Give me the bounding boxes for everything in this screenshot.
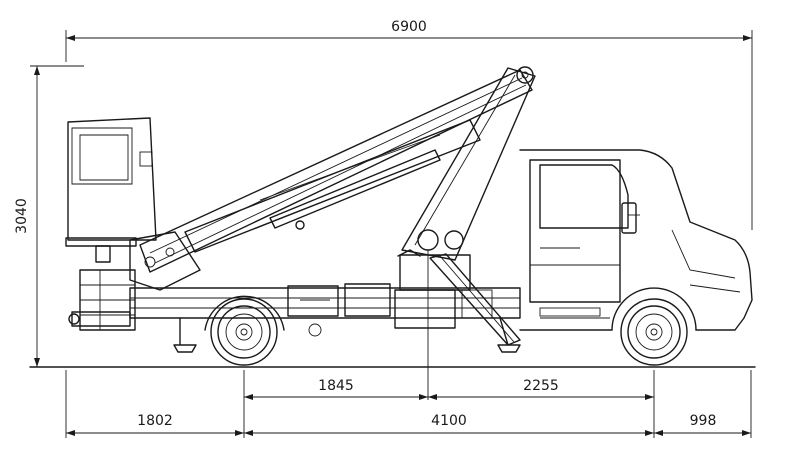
- telescopic-boom: [129, 66, 534, 291]
- dim-1802-label: 1802: [137, 413, 173, 429]
- dimension-overall-height: 3040: [14, 65, 84, 367]
- dimension-row-lower: 1802 4100 998: [66, 413, 751, 436]
- boom-turret: [397, 67, 536, 346]
- work-basket: [65, 117, 157, 331]
- dim-4100-label: 4100: [431, 413, 467, 429]
- truck-chassis: [68, 283, 521, 353]
- dimension-overall-length: 6900: [65, 19, 753, 230]
- truck-cab: [519, 149, 753, 331]
- dim-1845-label: 1845: [318, 378, 354, 394]
- dimension-row-upper: 1845 2255: [244, 378, 654, 400]
- dim-overall-length-label: 6900: [391, 19, 427, 35]
- dimension-extension-lines: [65, 250, 752, 438]
- dim-998-label: 998: [690, 413, 717, 429]
- dim-overall-height-label: 3040: [14, 198, 30, 234]
- dim-2255-label: 2255: [523, 378, 559, 394]
- rear-wheel: [204, 295, 285, 366]
- front-wheel: [611, 287, 697, 366]
